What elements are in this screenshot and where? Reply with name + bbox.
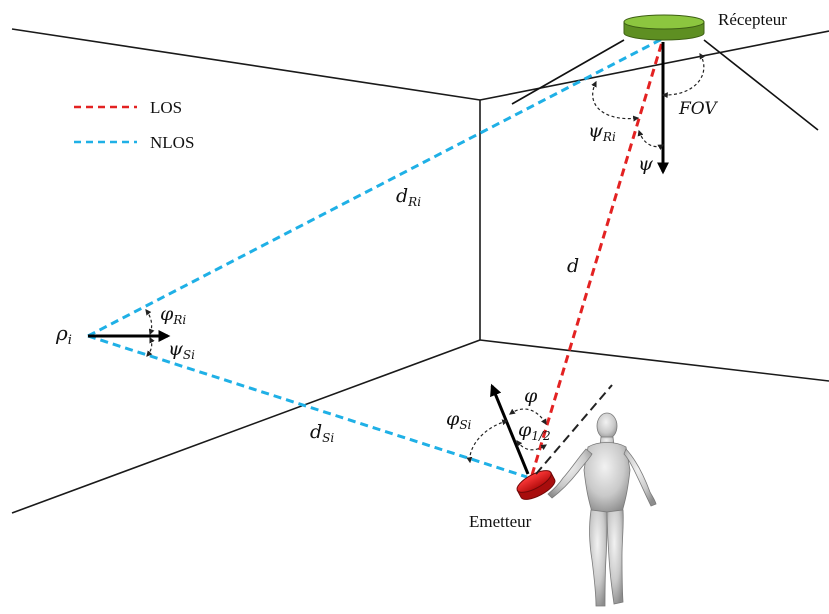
d-label: d	[567, 255, 579, 277]
floor-left-edge	[11, 339, 481, 514]
phi-label: φ	[524, 385, 538, 407]
transmitter-label: Emetteur	[469, 512, 532, 531]
psi-si-arc	[146, 336, 155, 357]
psi-si-label: ψSi	[168, 338, 195, 362]
nlos-path-from-emitter	[87, 334, 528, 479]
nlos-path-to-receiver	[87, 37, 663, 338]
d-ri-label: dRi	[396, 185, 421, 209]
receiver-label: Récepteur	[718, 10, 787, 29]
floor-right-edge	[479, 339, 829, 382]
fov-cone	[511, 39, 819, 131]
legend-nlos-label: NLOS	[150, 133, 194, 152]
psi-ri-label: ψRi	[588, 120, 616, 144]
ceiling-left-edge	[11, 28, 481, 101]
phi-si-label: φSi	[446, 408, 472, 432]
phi-ri-arc	[145, 309, 155, 336]
psi-label: ψ	[638, 153, 654, 175]
rho-label: ρi	[55, 321, 72, 348]
phi-half-label: φ1/2	[518, 419, 551, 443]
fov-label: FOV	[678, 99, 718, 119]
d-si-label: dSi	[310, 421, 334, 445]
los-path	[530, 41, 664, 476]
psi-arc	[637, 129, 665, 150]
psi-ri-arc	[591, 80, 640, 122]
fov-right-line	[703, 39, 819, 131]
legend-los-label: LOS	[150, 98, 182, 117]
fov-left-line	[511, 39, 625, 105]
legend: LOS NLOS	[74, 98, 194, 152]
fov-arc	[661, 52, 706, 99]
half-angle-line	[535, 384, 613, 475]
phi-ri-label: φRi	[160, 303, 186, 327]
person-icon	[547, 412, 657, 607]
angle-arcs	[145, 52, 706, 464]
phi-half-arc	[516, 440, 548, 451]
receiver-icon	[623, 14, 705, 41]
phi-si-arc	[466, 419, 509, 464]
phi-arc	[509, 408, 547, 426]
nlos-paths	[87, 37, 663, 479]
emitter-normal-arrow	[490, 383, 530, 475]
transmitter-icon	[516, 470, 556, 500]
